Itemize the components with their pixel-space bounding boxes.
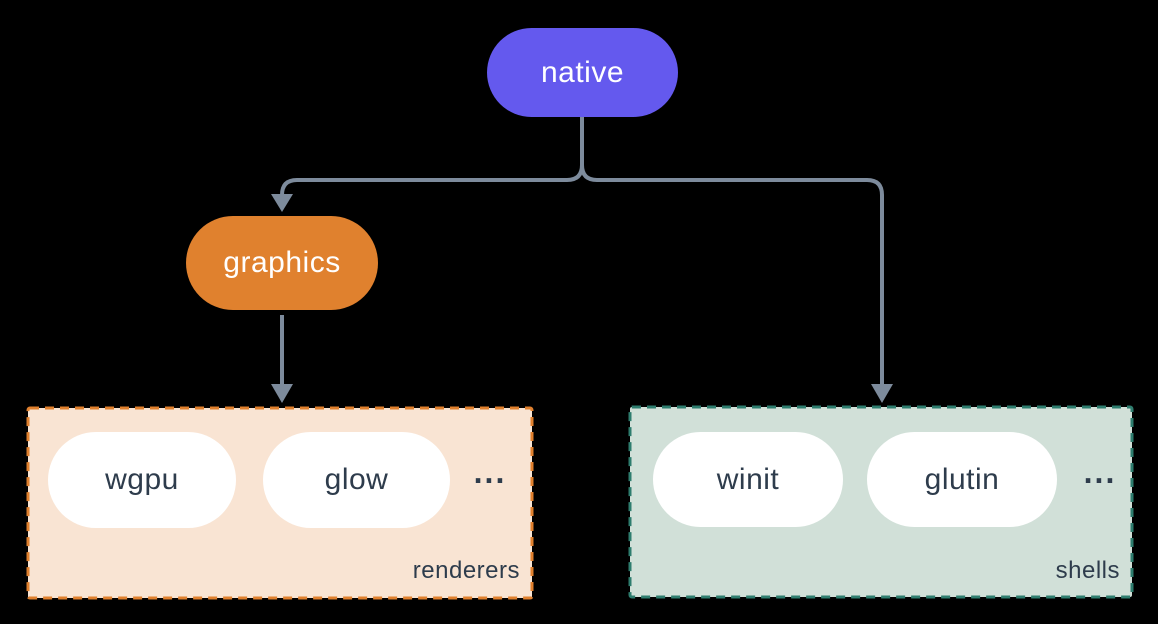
- edge-native-to-graphics: [280, 117, 584, 197]
- shells-ellipsis: ...: [1083, 453, 1117, 490]
- renderers-ellipsis: ...: [473, 453, 507, 490]
- node-graphics: graphics: [186, 216, 378, 310]
- node-native: native: [487, 28, 678, 117]
- item-wgpu: wgpu: [48, 432, 236, 528]
- arrowhead-shells: [871, 384, 893, 403]
- arrowhead-graphics: [271, 194, 293, 212]
- edge-native-to-shells: [580, 117, 884, 385]
- arrowhead-renderers: [271, 384, 293, 403]
- shells-group-label: shells: [1055, 557, 1120, 584]
- renderers-group-label: renderers: [412, 557, 520, 584]
- item-glow: glow: [263, 432, 450, 528]
- item-glutin: glutin: [867, 432, 1057, 527]
- item-winit: winit: [653, 432, 843, 527]
